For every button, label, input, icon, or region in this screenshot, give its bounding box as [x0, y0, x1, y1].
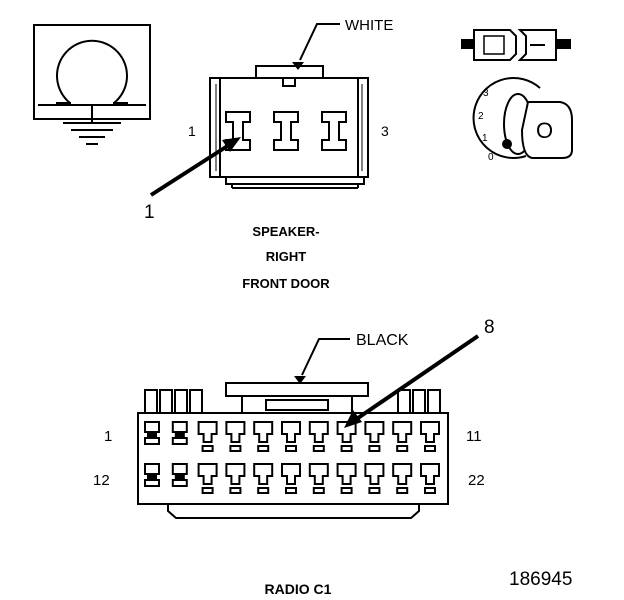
radio-cavity — [197, 421, 218, 452]
speaker-callout-label: 1 — [144, 202, 155, 223]
figure-number: 186945 — [509, 569, 572, 590]
white-color-label: WHITE — [345, 17, 393, 34]
radio-connector — [137, 382, 449, 519]
radio-cavity — [144, 463, 160, 487]
white-label-leader — [299, 23, 340, 61]
radio-cavity — [253, 421, 274, 452]
radio-cavity — [336, 463, 357, 494]
speaker-caption-line3: FRONT DOOR — [242, 276, 330, 291]
radio-cavity — [281, 421, 301, 452]
radio-cavity — [420, 463, 440, 494]
radio-cavity — [364, 463, 385, 494]
speaker-pin-1-label: 1 — [188, 123, 196, 139]
speaker-cavities — [225, 111, 347, 151]
radio-caption: RADIO C1 — [265, 581, 332, 597]
speaker-callout-arrowhead — [222, 137, 241, 152]
radio-cavity — [308, 463, 329, 494]
speaker-cavity — [321, 111, 347, 151]
speaker-connector — [209, 65, 369, 189]
black-label-leader — [301, 338, 350, 376]
radio-cavity — [392, 463, 413, 494]
ignition-position-0: 0 — [488, 152, 494, 163]
speaker-caption-line2: RIGHT — [266, 249, 307, 264]
ignition-position-3: 3 — [483, 88, 489, 99]
speaker-cavity — [273, 111, 299, 151]
radio-cavity — [253, 463, 274, 494]
radio-callout-arrow — [356, 334, 480, 420]
ground-symbol-icon — [33, 24, 151, 145]
radio-callout-arrowhead — [344, 410, 362, 428]
ignition-key-label: O — [536, 118, 553, 143]
radio-pin-11-label: 11 — [466, 428, 482, 445]
radio-cavity — [171, 421, 188, 445]
radio-cavity — [171, 463, 188, 487]
black-color-label: BLACK — [356, 332, 409, 349]
radio-cavity — [281, 463, 301, 494]
radio-cavity — [392, 421, 413, 452]
speaker-cavity — [225, 111, 251, 151]
white-leader-arrowhead — [292, 62, 304, 70]
radio-cavity — [420, 421, 440, 452]
radio-pin-1-label: 1 — [104, 428, 112, 445]
speaker-caption-line1: SPEAKER- — [252, 224, 319, 239]
ignition-position-1: 1 — [482, 133, 488, 144]
radio-callout-label: 8 — [484, 317, 495, 338]
radio-cavities — [144, 421, 440, 494]
ignition-key-icon — [472, 77, 573, 159]
radio-cavity — [308, 421, 329, 452]
inline-connector-icon — [461, 29, 571, 61]
speaker-callout-arrow — [149, 143, 231, 197]
radio-cavity — [225, 421, 246, 452]
speaker-pin-3-label: 3 — [381, 123, 389, 139]
ignition-position-2: 2 — [478, 111, 484, 122]
radio-pin-22-label: 22 — [468, 472, 485, 489]
radio-pin-12-label: 12 — [93, 472, 110, 489]
radio-cavity — [144, 421, 160, 445]
radio-cavity — [364, 421, 385, 452]
radio-cavity — [336, 421, 357, 452]
radio-cavity — [197, 463, 218, 494]
black-leader-arrowhead — [294, 376, 306, 384]
radio-cavity — [225, 463, 246, 494]
